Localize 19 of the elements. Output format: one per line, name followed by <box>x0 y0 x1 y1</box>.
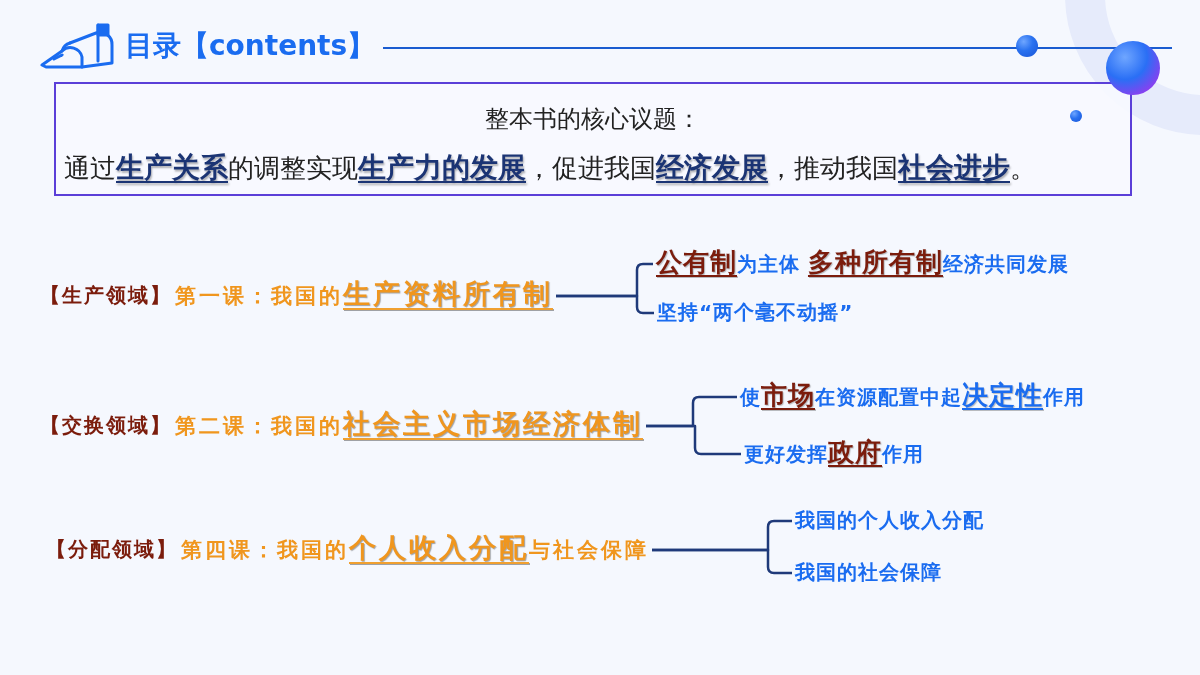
bracket-line <box>646 424 741 456</box>
point-text: 坚持“两个毫不动摇” <box>657 299 855 326</box>
domain-tag: 【分配领域】 <box>46 529 181 571</box>
point-text: 我国的社会保障 <box>795 559 943 586</box>
point-text: 更好发挥政府作用 <box>744 436 925 469</box>
lesson-title: 第二课：我国的社会主义市场经济体制 <box>175 407 644 441</box>
topic-box <box>54 82 1132 196</box>
lesson-title: 第四课：我国的个人收入分配与社会保障 <box>181 531 650 565</box>
domain-tag: 【交换领域】 <box>40 405 175 447</box>
bracket-line <box>652 548 792 575</box>
core-statement: 通过生产关系的调整实现生产力的发展，促进我国经济发展，推动我国社会进步。 <box>64 150 1037 186</box>
point-text: 使市场在资源配置中起决定性作用 <box>740 379 1086 412</box>
point-text: 公有制为主体 多种所有制经济共同发展 <box>656 246 1070 279</box>
point-text: 我国的个人收入分配 <box>795 507 985 534</box>
lesson-title: 第一课：我国的生产资料所有制 <box>175 277 554 311</box>
bracket-line <box>556 294 654 315</box>
slide-title: 目录【contents】 <box>125 28 376 64</box>
box-heading: 整本书的核心议题： <box>485 104 701 135</box>
domain-tag: 【生产领域】 <box>40 275 175 317</box>
